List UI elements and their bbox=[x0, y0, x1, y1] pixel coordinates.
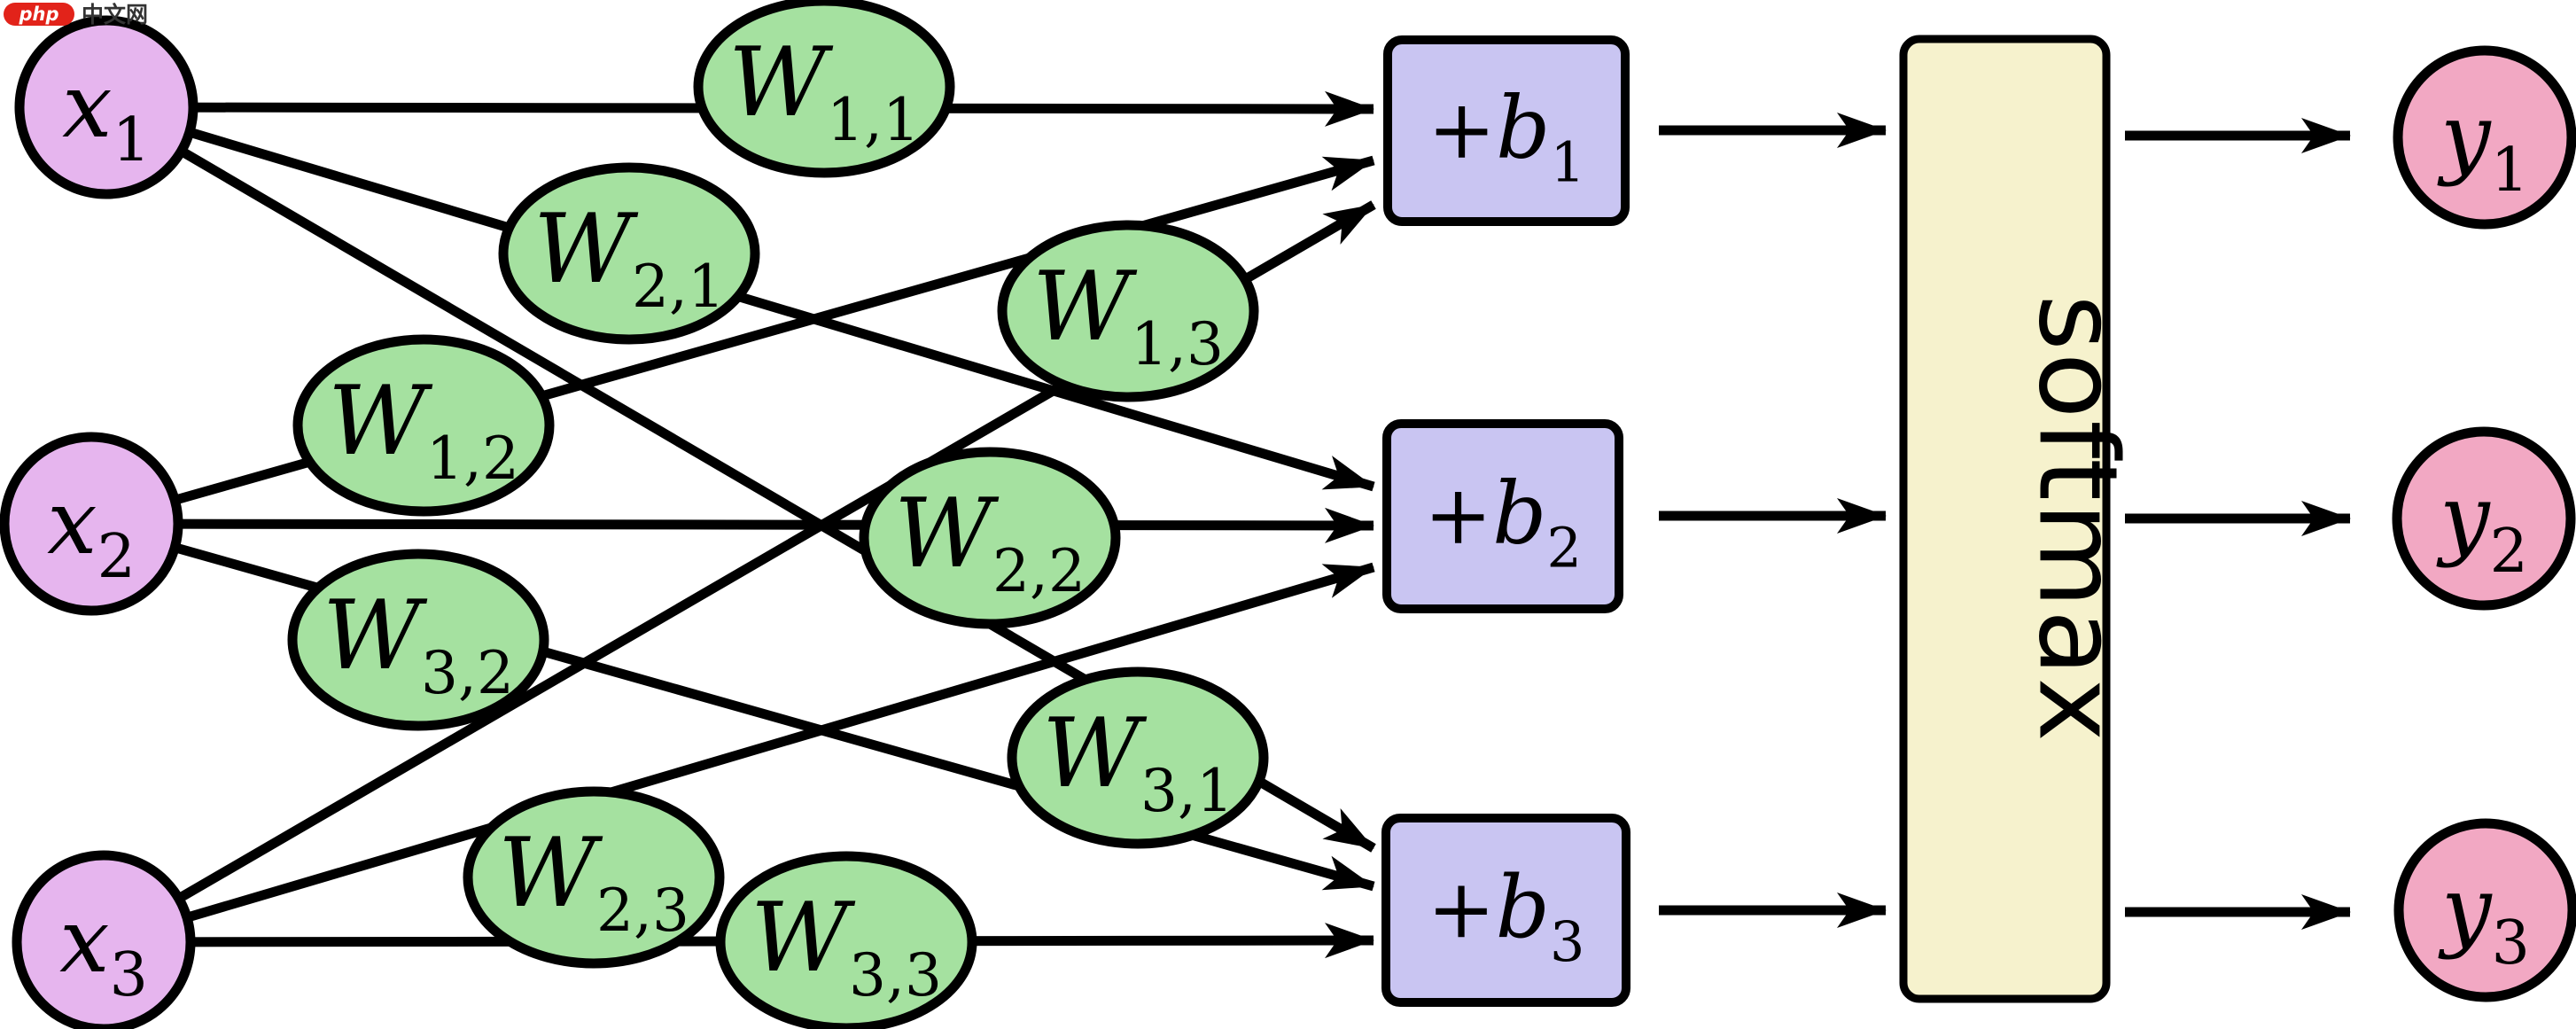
output-label-y3: y3 bbox=[2438, 857, 2530, 978]
bias-box-b2 bbox=[1382, 419, 1623, 613]
connection-x2-to-b2 bbox=[90, 507, 1374, 543]
weight-label-W3,3: W3,3 bbox=[751, 883, 942, 1010]
weight-node-W3,3: W3,3 bbox=[715, 851, 977, 1029]
nodes-layer: x1 x2 x3 y1 y2 y3 +b1 +b2 +b3 softmax bbox=[0, 15, 2576, 1029]
weight-ellipse-W1,2 bbox=[292, 334, 555, 517]
weight-label-W1,1: W1,1 bbox=[728, 27, 920, 154]
bias-label-b3: +b3 bbox=[1428, 858, 1585, 974]
watermark-badge-label: php bbox=[18, 4, 58, 25]
weight-ellipse-W1,3 bbox=[997, 220, 1259, 402]
weight-label-W1,2: W1,2 bbox=[328, 366, 519, 493]
input-node-x1: x1 bbox=[14, 15, 198, 199]
output-circle-y2 bbox=[2392, 426, 2576, 611]
output-node-y3: y3 bbox=[2393, 818, 2576, 1002]
watermark-badge bbox=[4, 3, 74, 26]
weight-label-W2,2: W2,2 bbox=[894, 479, 1086, 605]
bias-box-b3 bbox=[1381, 814, 1630, 1007]
weight-label-W3,2: W3,2 bbox=[323, 581, 514, 707]
bias-label-b2: +b2 bbox=[1424, 464, 1582, 581]
input-node-x3: x3 bbox=[12, 850, 196, 1029]
weight-ellipse-W2,2 bbox=[859, 447, 1121, 629]
softmax-node: softmax bbox=[1899, 35, 2141, 1003]
input-circle-x2 bbox=[0, 432, 183, 616]
output-node-y1: y1 bbox=[2393, 45, 2576, 230]
softmax-label: softmax bbox=[2015, 294, 2141, 744]
output-circle-y3 bbox=[2393, 818, 2576, 1002]
output-label-y2: y2 bbox=[2436, 465, 2528, 587]
bias-node-b3: +b3 bbox=[1381, 814, 1630, 1007]
weight-node-W1,1: W1,1 bbox=[693, 0, 955, 178]
weight-ellipse-W2,1 bbox=[498, 162, 760, 345]
weight-label-W3,1: W3,1 bbox=[1042, 698, 1234, 825]
weight-ellipse-W2,3 bbox=[463, 786, 725, 969]
connection-lines-layer bbox=[89, 90, 2351, 959]
input-label-x3: x3 bbox=[59, 889, 148, 1010]
weight-node-W2,3: W2,3 bbox=[463, 786, 725, 969]
watermark-site-label: 中文网 bbox=[82, 2, 148, 27]
output-label-y1: y1 bbox=[2437, 84, 2529, 206]
weight-ellipse-W3,1 bbox=[1007, 667, 1269, 849]
bias-node-b2: +b2 bbox=[1382, 419, 1623, 613]
input-label-x2: x2 bbox=[47, 471, 136, 592]
weight-node-W2,1: W2,1 bbox=[498, 162, 760, 345]
weight-label-W2,1: W2,1 bbox=[533, 194, 725, 321]
watermark: php 中文网 bbox=[4, 2, 148, 27]
bias-label-b1: +b1 bbox=[1428, 79, 1585, 195]
weight-node-W1,2: W1,2 bbox=[292, 334, 555, 517]
connection-x3-to-b2 bbox=[102, 562, 1375, 947]
weight-label-W1,3: W1,3 bbox=[1032, 252, 1224, 378]
output-circle-y1 bbox=[2393, 45, 2576, 230]
bias-node-b1: +b1 bbox=[1383, 35, 1630, 226]
weight-ellipse-W1,1 bbox=[693, 0, 955, 178]
weight-node-W3,2: W3,2 bbox=[287, 549, 549, 731]
input-label-x1: x1 bbox=[62, 54, 151, 175]
softmax-box bbox=[1899, 35, 2111, 1003]
input-node-x2: x2 bbox=[0, 432, 183, 616]
input-circle-x1 bbox=[14, 15, 198, 199]
weight-node-W1,3: W1,3 bbox=[997, 220, 1259, 402]
output-node-y2: y2 bbox=[2392, 426, 2576, 611]
weight-ellipse-W3,3 bbox=[715, 851, 977, 1029]
weight-ellipse-W3,2 bbox=[287, 549, 549, 731]
weight-node-W3,1: W3,1 bbox=[1007, 667, 1269, 849]
input-circle-x3 bbox=[12, 850, 196, 1029]
weight-node-W2,2: W2,2 bbox=[859, 447, 1121, 629]
bias-box-b1 bbox=[1383, 35, 1630, 226]
weight-label-W2,3: W2,3 bbox=[498, 818, 689, 945]
